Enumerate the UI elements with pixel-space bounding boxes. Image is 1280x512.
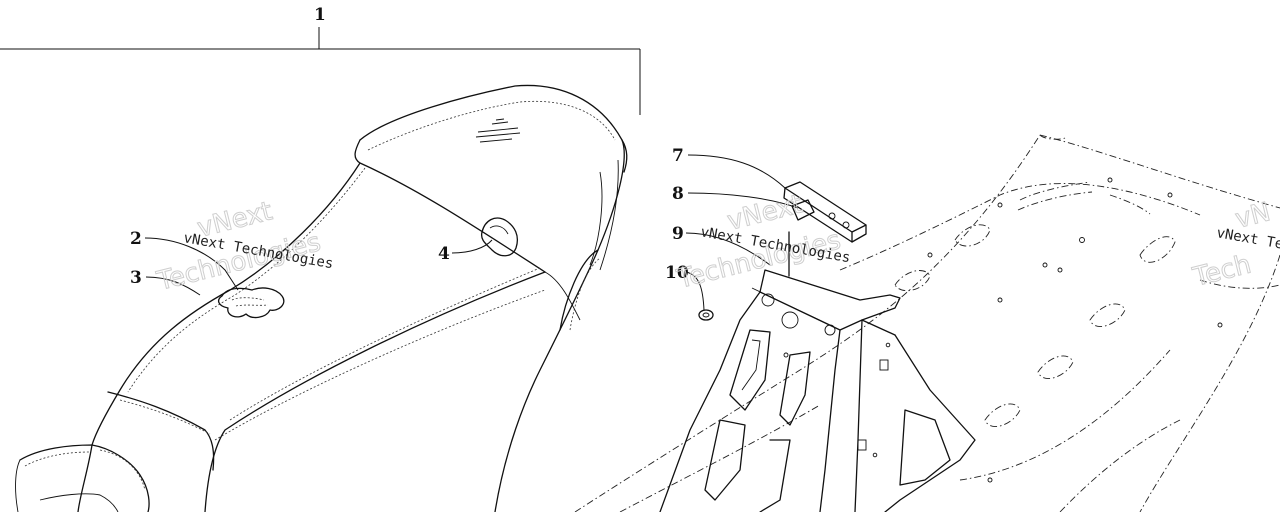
latch: [783, 181, 867, 243]
seat-logo-mark: [475, 118, 521, 143]
callout-7: 7: [672, 146, 684, 166]
chassis-tunnel: [574, 134, 1280, 512]
watermark-left: vNext Technologies vNext Technologies: [153, 196, 335, 298]
callout-3: 3: [130, 268, 142, 288]
assembly-bracket-line: [0, 27, 641, 115]
callout-10: 10: [665, 263, 689, 283]
seat-assembly: [15, 84, 628, 512]
callout-1: 1: [314, 5, 326, 25]
callout-8: 8: [672, 184, 684, 204]
callout-labels: 1 2 3 4 7 8 9 10: [130, 5, 689, 288]
callout-leaders: [144, 154, 799, 311]
callout-9: 9: [672, 224, 684, 244]
callout-4: 4: [438, 244, 450, 264]
grab-strap: [480, 217, 519, 257]
watermark-edge-big-2: Tech: [1189, 250, 1254, 293]
foam-patch: [217, 287, 285, 319]
nut: [698, 309, 714, 321]
callout-2: 2: [130, 229, 142, 249]
seat-support-bracket: [659, 181, 976, 512]
watermark-right-edge: vN Tech vNext Te: [1189, 197, 1280, 294]
